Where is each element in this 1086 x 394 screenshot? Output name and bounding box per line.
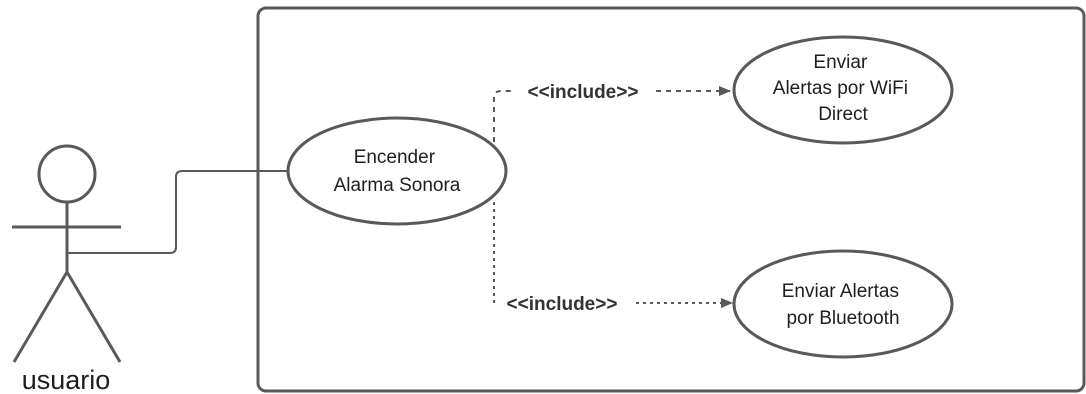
include-label-wifi: <<include>> <box>528 82 639 103</box>
association-line <box>67 170 287 254</box>
actor-head <box>37 144 97 204</box>
use-case-bluetooth-label: Enviar Alertas por Bluetooth <box>782 281 905 329</box>
use-case-encender-alarma <box>286 116 508 226</box>
actor-left-leg <box>12 271 69 363</box>
include-label-bluetooth: <<include>> <box>507 294 618 315</box>
use-case-enviar-wifi <box>732 35 954 145</box>
include-arrow-wifi <box>493 91 730 142</box>
use-case-wifi-label: Enviar Alertas por WiFi Direct <box>773 52 913 125</box>
actor-label: usuario <box>22 365 111 394</box>
use-case-enviar-bluetooth <box>732 249 954 359</box>
actor-right-leg <box>65 271 122 363</box>
include-arrow-bluetooth <box>493 202 732 303</box>
actor-usuario <box>12 144 122 363</box>
use-case-encender-label: Encender Alarma Sonora <box>334 147 461 196</box>
system-boundary <box>256 6 1086 393</box>
